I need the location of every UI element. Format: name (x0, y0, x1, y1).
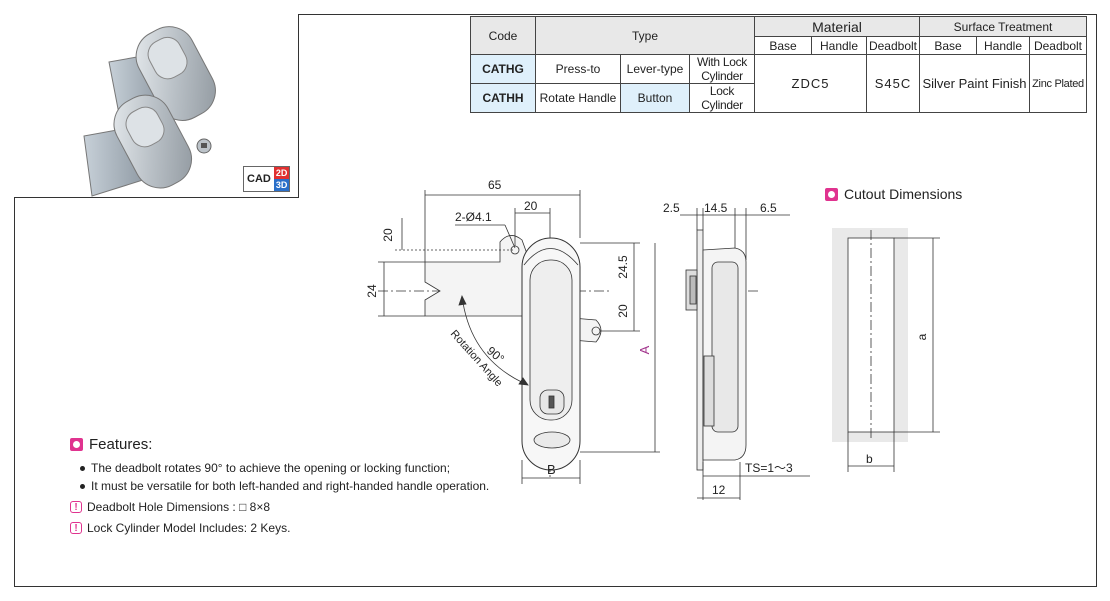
material-s45c: S45C (866, 54, 920, 113)
features-list: The deadbolt rotates 90° to achieve the … (78, 459, 489, 495)
code-header: Code (470, 16, 536, 55)
feature-text: It must be versatile for both left-hande… (91, 479, 490, 493)
surface-header: Surface Treatment (919, 16, 1087, 37)
front-handle-top-arc (523, 248, 579, 266)
type-button: Button (620, 83, 690, 113)
rotation-arrow-head (518, 377, 529, 386)
dim-24-5-text: 24.5 (616, 255, 630, 279)
type-with-lock: With Lock Cylinder (689, 54, 755, 84)
features-title: Features: (70, 436, 152, 453)
front-deadbolt-plate (424, 235, 531, 317)
cutout-title-text: Cutout Dimensions (844, 186, 963, 202)
side-dim-6-5: 6.5 (760, 201, 777, 215)
sub-header-base: Base (754, 36, 812, 55)
side-dim-12: 12 (712, 483, 726, 497)
features-title-text: Features: (89, 436, 153, 453)
side-dim-14-5: 14.5 (704, 201, 728, 215)
spec-table: Code Type Material Surface Treatment Bas… (470, 16, 1087, 113)
type-lever: Lever-type (620, 54, 690, 84)
code-cathg: CATHG (470, 54, 536, 84)
side-cylinder (703, 355, 715, 427)
code-cathh: CATHH (470, 83, 536, 113)
feature-text: The deadbolt rotates 90° to achieve the … (91, 461, 451, 475)
exclamation-icon: ! (70, 522, 82, 534)
side-dim-2-5: 2.5 (663, 201, 680, 215)
rotation-arc (461, 295, 529, 386)
side-base-plate (696, 229, 704, 471)
side-dim-ts: TS=1～3 (745, 461, 793, 475)
product-photo-box: CAD 2D 3D (14, 14, 299, 198)
cad-2d-label: 2D (273, 167, 290, 179)
circle-marker-icon (70, 438, 83, 451)
product-photo (83, 26, 216, 197)
dim-B-text: B (547, 462, 556, 477)
cad-3d-label: 3D (273, 179, 290, 191)
front-handle-inner (529, 259, 573, 421)
dim-65-text: 65 (488, 178, 502, 192)
surface-silver: Silver Paint Finish (919, 54, 1030, 113)
dim-20-left-text: 20 (381, 228, 395, 242)
note-lock-cylinder: ! Lock Cylinder Model Includes: 2 Keys. (70, 521, 290, 535)
dim-20-top-text: 20 (524, 199, 538, 213)
sub-header-handle: Handle (811, 36, 867, 55)
cad-label: CAD (247, 173, 271, 185)
dim-24-text: 24 (365, 284, 379, 298)
sub-header-deadbolt: Deadbolt (866, 36, 920, 55)
dim-A-text: A (637, 345, 652, 354)
bullet-icon (80, 465, 85, 471)
dim-20-right-text: 20 (616, 304, 630, 318)
type-rotate-handle: Rotate Handle (535, 83, 621, 113)
cutout-title: Cutout Dimensions (825, 186, 962, 202)
bullet-icon (80, 483, 85, 489)
side-handle-inner (711, 261, 739, 433)
cad-badge[interactable]: CAD 2D 3D (243, 166, 291, 192)
front-lower-grip (533, 431, 571, 449)
cutout-dim-b: b (866, 452, 873, 466)
note-text: Lock Cylinder Model Includes: 2 Keys. (87, 521, 291, 535)
type-header: Type (535, 16, 755, 55)
note-text: Deadbolt Hole Dimensions : □ 8×8 (87, 500, 271, 514)
feature-item: The deadbolt rotates 90° to achieve the … (78, 459, 489, 477)
outer-frame (14, 14, 1097, 587)
rotation-arrow-tail (458, 294, 467, 306)
note-deadbolt-hole: ! Deadbolt Hole Dimensions : □ 8×8 (70, 500, 270, 514)
cutout-dim-a: a (915, 333, 929, 340)
dim-holes-text: 2-Ø4.1 (455, 210, 492, 224)
feature-item: It must be versatile for both left-hande… (78, 477, 489, 495)
front-key-slot (548, 395, 555, 409)
surface-zinc: Zinc Plated (1029, 54, 1087, 113)
circle-marker-icon (825, 187, 838, 201)
exclamation-icon: ! (70, 501, 82, 513)
type-lock-cylinder: Lock Cylinder (689, 83, 755, 113)
